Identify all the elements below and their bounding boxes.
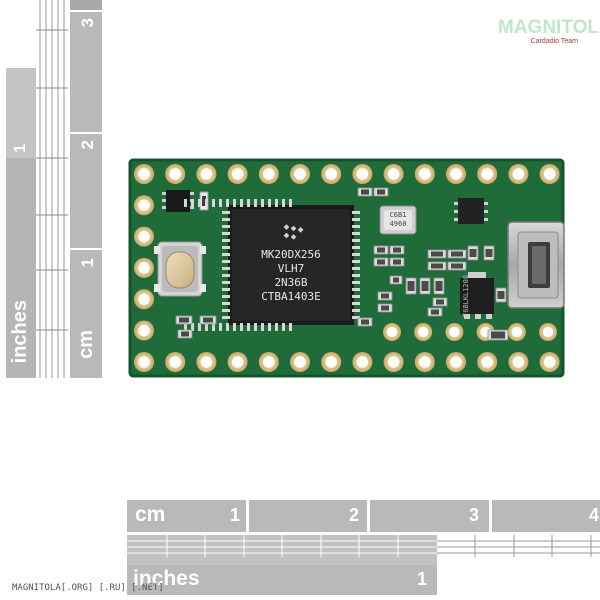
mcu-variant: VLH7: [277, 262, 305, 275]
pad-bottom: [227, 352, 248, 372]
crystal-label-2: 4960: [389, 220, 407, 228]
ruler-left-cm: cm 1 2 3: [70, 0, 102, 378]
pad-top: [477, 164, 498, 184]
pad-top: [383, 164, 404, 184]
pad-top: [290, 164, 310, 184]
ruler-bottom-cm-unit: cm: [135, 503, 166, 526]
pad-left: [134, 226, 154, 247]
ruler-left-inches-tick: 1: [12, 144, 29, 153]
pad-bottom: [383, 352, 404, 372]
mcu-chip: MK20DX256 VLH7 2N36B CTBA1403E: [232, 248, 350, 304]
pad-inner: [383, 323, 401, 341]
regulator-chip: T6BLK L1208: [462, 274, 492, 318]
pad-top: [508, 164, 529, 184]
crystal-label-1: C6B1: [389, 211, 407, 219]
pad-bottom: [477, 352, 498, 372]
ruler-bottom-inches-unit: inches: [133, 567, 200, 590]
ruler-left-cm-tick-2: 2: [78, 140, 97, 150]
pad-bottom: [352, 352, 373, 372]
pad-left: [134, 320, 154, 341]
pad-bottom: [290, 352, 310, 372]
pad-top: [321, 164, 342, 184]
pad-top: [446, 164, 466, 184]
ruler-bottom-inches: inches 1: [127, 565, 437, 595]
watermark-logo: MAGNITOLA Cardadio Team: [498, 17, 600, 50]
ruler-left-inches-unit: inches: [9, 300, 31, 364]
pad-inner: [445, 323, 464, 341]
ruler-bottom-cm-tick-1: 1: [230, 505, 241, 525]
pcb-graphic: [128, 158, 565, 378]
crystal: C6B1 4960: [384, 211, 412, 229]
ruler-bottom-cm-graphic: [127, 500, 600, 532]
ruler-left-cm-unit: cm: [75, 330, 97, 359]
ruler-bottom-tick-strip: [127, 535, 600, 565]
watermark-logo-sub: Cardadio Team: [530, 38, 578, 45]
pad-inner: [539, 323, 557, 341]
pad-bottom: [446, 352, 466, 372]
ruler-bottom-cm: cm 1 2 3 4: [127, 500, 600, 532]
pad-top: [165, 164, 186, 184]
watermark-footer: MAGNITOLA[.ORG] [.RU] [.NET]: [12, 583, 164, 593]
ruler-left-cm-tick-3: 3: [78, 18, 97, 28]
ruler-left-cm-graphic: [70, 0, 102, 378]
ruler-bottom-cm-tick-3: 3: [469, 505, 480, 525]
mcu-lot-code: CTBA1403E: [261, 290, 321, 303]
pad-top: [134, 164, 154, 184]
pad-top: [196, 164, 217, 184]
regulator-label-2: L1208: [462, 274, 470, 296]
pad-bottom: [258, 352, 279, 372]
pad-bottom: [508, 352, 529, 372]
pad-inner: [414, 323, 433, 341]
pad-inner: [507, 323, 526, 341]
watermark-logo-text: MAGNITOLA: [498, 17, 600, 38]
ruler-left-inches-graphic: [6, 68, 36, 378]
mcu-date-code: 2N36B: [274, 276, 308, 289]
pad-top: [352, 164, 373, 184]
ruler-left-tick-strip: [36, 0, 68, 378]
pad-left: [134, 289, 154, 310]
pad-bottom: [196, 352, 217, 372]
pad-bottom: [539, 352, 560, 372]
pad-top: [414, 164, 435, 184]
pad-bottom: [165, 352, 186, 372]
ruler-left-inches: inches 1: [6, 68, 36, 378]
ruler-bottom-inches-tick: 1: [417, 569, 428, 589]
pad-top: [258, 164, 279, 184]
pad-top: [227, 164, 248, 184]
mcu-part-number: MK20DX256: [261, 248, 321, 261]
ruler-bottom-cm-tick-2: 2: [349, 505, 360, 525]
pad-bottom: [321, 352, 342, 372]
pad-top: [539, 164, 560, 184]
pad-left: [134, 257, 154, 278]
pad-bottom: [414, 352, 435, 372]
regulator-label-1: T6BLK: [462, 296, 470, 318]
pad-bottom: [134, 352, 154, 372]
teensy-board-photo: MK20DX256 VLH7 2N36B CTBA1403E C6B1 4960…: [128, 158, 565, 378]
pad-left: [134, 195, 154, 216]
ruler-left-cm-tick-1: 1: [78, 258, 97, 268]
ruler-bottom-cm-tick-4: 4: [589, 505, 600, 525]
ruler-bottom-inches-graphic: [127, 565, 437, 595]
